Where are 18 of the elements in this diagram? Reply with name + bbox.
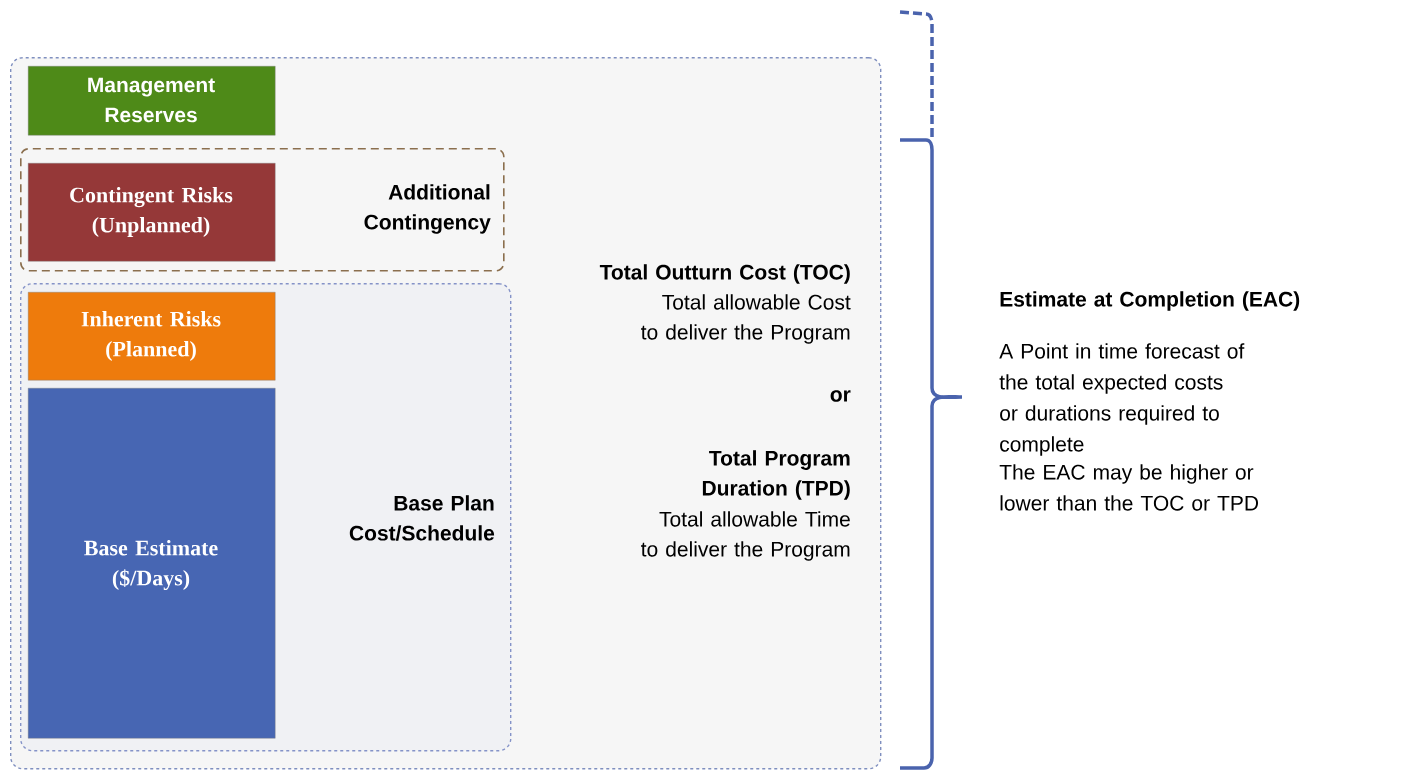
note-text: A Point in time forecast of the total expected costs or durations required to complete xyxy=(999,343,1245,456)
category-block xyxy=(28,388,276,739)
group-label: Base Plan Cost/Schedule xyxy=(349,495,495,541)
category-block xyxy=(28,66,276,136)
box-label: Management Reserves xyxy=(88,77,215,123)
category-block xyxy=(28,292,276,381)
group-label: Total allowable Time to deliver the Program xyxy=(641,511,850,561)
box-label: Base Estimate ($/Days) xyxy=(84,540,218,590)
box-label: Inherent Risks (Planned) xyxy=(81,311,221,361)
group-label: Total Outturn Cost (TOC) xyxy=(599,264,850,284)
category-block xyxy=(28,163,276,262)
group-label: or xyxy=(830,390,851,402)
group-label: Additional Contingency xyxy=(364,184,491,234)
note-text: The EAC may be higher or lower than the TOC or TPD xyxy=(999,464,1259,511)
group-label: Total allowable Cost to deliver the Program xyxy=(641,294,851,344)
group-label: Total Program Duration (TPD) xyxy=(702,450,850,500)
heading: Estimate at Completion (EAC) xyxy=(1000,291,1300,311)
box-label: Contingent Risks (Unplanned) xyxy=(70,187,233,237)
